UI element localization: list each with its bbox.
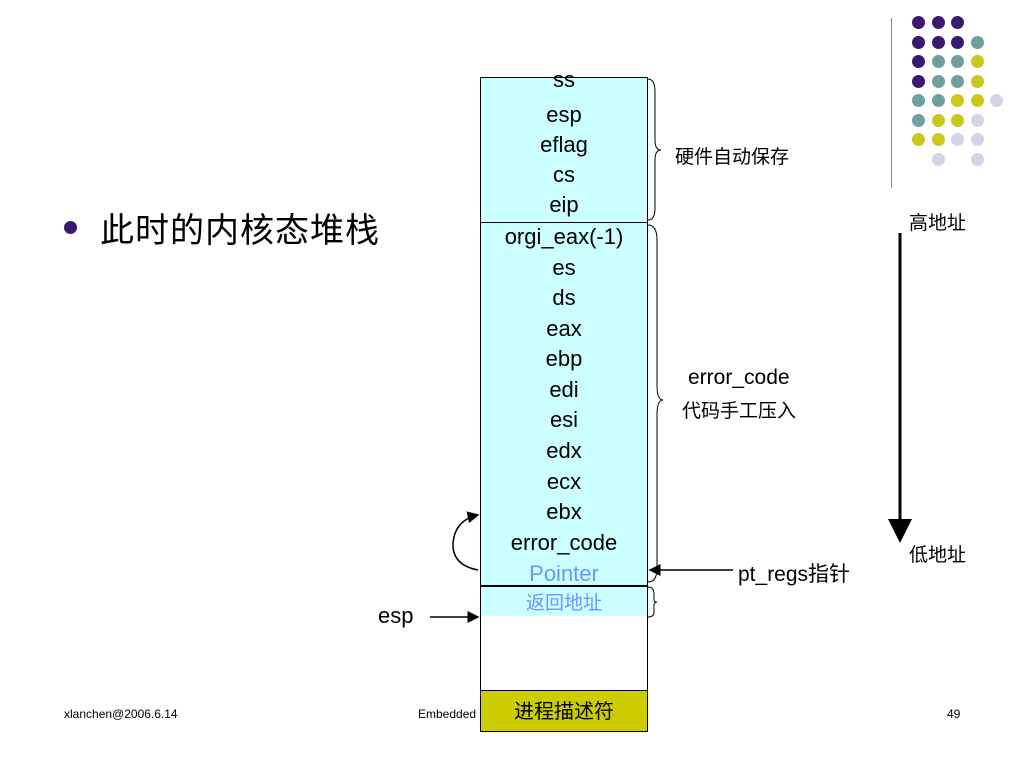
stack-register: eax bbox=[546, 316, 582, 341]
decorative-dot-icon bbox=[951, 133, 964, 146]
decorative-dot-icon bbox=[931, 133, 945, 146]
curved-arrow-icon bbox=[452, 511, 480, 571]
decorative-dot-icon bbox=[951, 94, 964, 107]
decorative-dot-icon bbox=[931, 35, 945, 49]
bullet-text: 此时的内核态堆栈 bbox=[100, 211, 380, 251]
decorative-dot-icon bbox=[970, 94, 984, 107]
decorative-dot-icon bbox=[912, 113, 925, 127]
decorative-dot-icon bbox=[970, 35, 984, 49]
decorative-dot-icon bbox=[970, 152, 984, 166]
low-address-label: 低地址 bbox=[909, 544, 967, 566]
pointer-label: Pointer bbox=[529, 561, 599, 586]
process-descriptor-box bbox=[480, 690, 648, 732]
decorative-divider-line bbox=[891, 18, 892, 188]
error-code-note-label: 代码手工压入 bbox=[682, 400, 797, 422]
decorative-dot-icon bbox=[951, 74, 964, 88]
stack-register: edi bbox=[549, 377, 579, 402]
decorative-dot-icon bbox=[970, 55, 984, 68]
stack-software-saved-box bbox=[480, 222, 648, 586]
decorative-dot-icon bbox=[912, 55, 925, 68]
stack-register: ebx bbox=[546, 499, 582, 524]
bullet-icon bbox=[64, 221, 77, 234]
decorative-dot-icon bbox=[931, 74, 945, 88]
decorative-dot-icon bbox=[912, 94, 925, 107]
page-number: 49 bbox=[947, 707, 961, 721]
decorative-dot-icon bbox=[951, 113, 964, 127]
decorative-dot-icon bbox=[931, 94, 945, 107]
decorative-dot-icon bbox=[912, 74, 925, 88]
decorative-dot-icon bbox=[931, 55, 945, 68]
decorative-dot-icon bbox=[970, 74, 984, 88]
decorative-dot-icon bbox=[951, 35, 964, 49]
footer-author: xlanchen@2006.6.14 bbox=[64, 707, 178, 721]
pt-regs-label: pt_regs指针 bbox=[738, 563, 851, 586]
hw-brace-icon bbox=[647, 78, 662, 221]
decorative-dot-icon bbox=[931, 113, 945, 127]
process-descriptor-label: 进程描述符 bbox=[514, 699, 614, 723]
stack-register: esi bbox=[549, 407, 579, 432]
stack-register: edx bbox=[546, 438, 582, 463]
decorative-dot-icon bbox=[990, 94, 1003, 107]
return-brace-icon bbox=[647, 586, 658, 618]
stack-register: esp bbox=[546, 102, 582, 127]
hw-saved-label: 硬件自动保存 bbox=[675, 146, 790, 168]
stack-register: ss bbox=[553, 67, 575, 92]
sw-brace-icon bbox=[647, 224, 664, 583]
stack-register: ebp bbox=[545, 346, 583, 371]
decorative-dot-icon bbox=[931, 152, 945, 166]
esp-label: esp bbox=[378, 603, 414, 628]
stack-register: es bbox=[552, 255, 576, 280]
return-address-label: 返回地址 bbox=[525, 592, 602, 614]
decorative-dot-icon bbox=[970, 133, 984, 146]
decorative-dot-icon bbox=[912, 133, 925, 146]
footer-title: Embedded bbox=[418, 707, 477, 721]
decorative-dot-icon bbox=[912, 16, 925, 29]
stack-register: eip bbox=[549, 192, 579, 217]
stack-register: error_code bbox=[510, 530, 618, 555]
stack-register: cs bbox=[553, 162, 575, 187]
high-address-label: 高地址 bbox=[909, 212, 967, 234]
stack-hardware-saved-box bbox=[480, 77, 648, 224]
decorative-dot-icon bbox=[912, 35, 925, 49]
stack-register: ecx bbox=[546, 469, 582, 494]
decorative-dot-icon bbox=[970, 113, 984, 127]
stack-register: ds bbox=[552, 285, 576, 310]
decorative-dot-icon bbox=[951, 16, 964, 29]
decorative-dot-icon bbox=[931, 16, 945, 29]
stack-register: orgi_eax(-1) bbox=[504, 224, 624, 249]
stack-register: eflag bbox=[540, 132, 588, 157]
error-code-label: error_code bbox=[688, 366, 790, 389]
decorative-dot-icon bbox=[951, 55, 964, 68]
